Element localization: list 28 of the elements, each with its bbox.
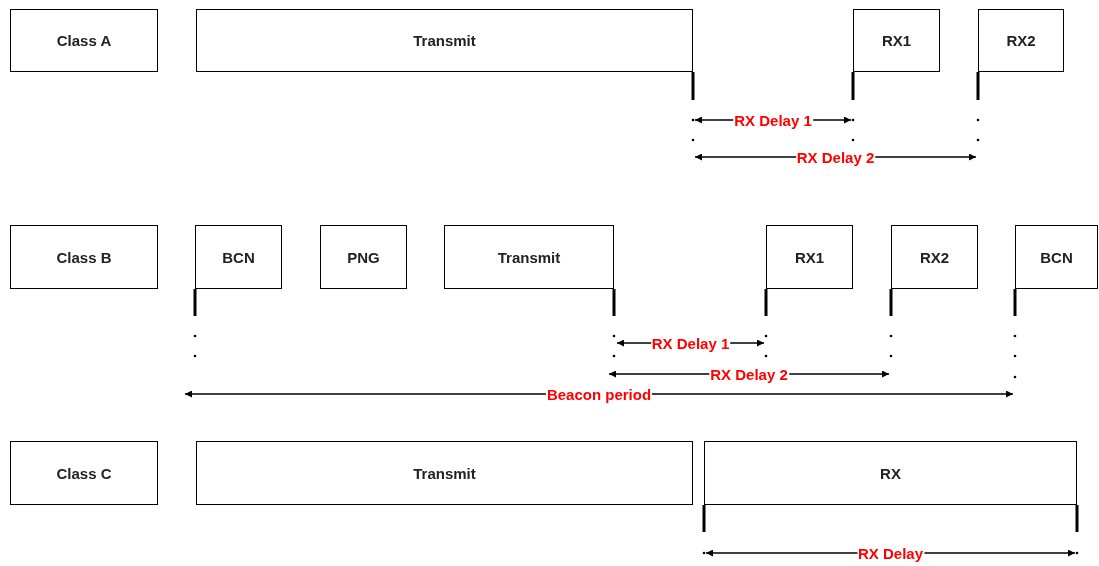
box-label: PNG xyxy=(347,248,380,266)
box-label: RX xyxy=(880,464,901,482)
box-label: RX1 xyxy=(794,248,825,266)
box-label: Transmit xyxy=(497,248,561,266)
box-label: Transmit xyxy=(413,464,476,482)
timeslot-box xyxy=(10,441,158,505)
box-label: Class B xyxy=(56,248,112,266)
timeslot-box xyxy=(10,9,158,72)
timeslot-box xyxy=(320,225,407,289)
timeslot-box xyxy=(195,225,282,289)
box-label: RX1 xyxy=(881,32,912,49)
box-label: RX2 xyxy=(919,248,950,266)
timeslot-box xyxy=(196,441,693,505)
box-label: BCN xyxy=(1040,248,1073,266)
box-label: RX2 xyxy=(1006,32,1036,49)
timeslot-box xyxy=(978,9,1064,72)
timeslot-box xyxy=(10,225,158,289)
timeslot-box xyxy=(704,441,1077,505)
box-label: Class C xyxy=(56,464,112,482)
timeslot-box xyxy=(1015,225,1098,289)
timeslot-box xyxy=(891,225,978,289)
timeslot-box xyxy=(444,225,614,289)
box-label: Transmit xyxy=(413,32,476,49)
timeslot-box xyxy=(766,225,853,289)
timeslot-box xyxy=(196,9,693,72)
timeslot-box xyxy=(853,9,940,72)
box-label: Class A xyxy=(56,32,112,49)
box-label: BCN xyxy=(222,248,255,266)
